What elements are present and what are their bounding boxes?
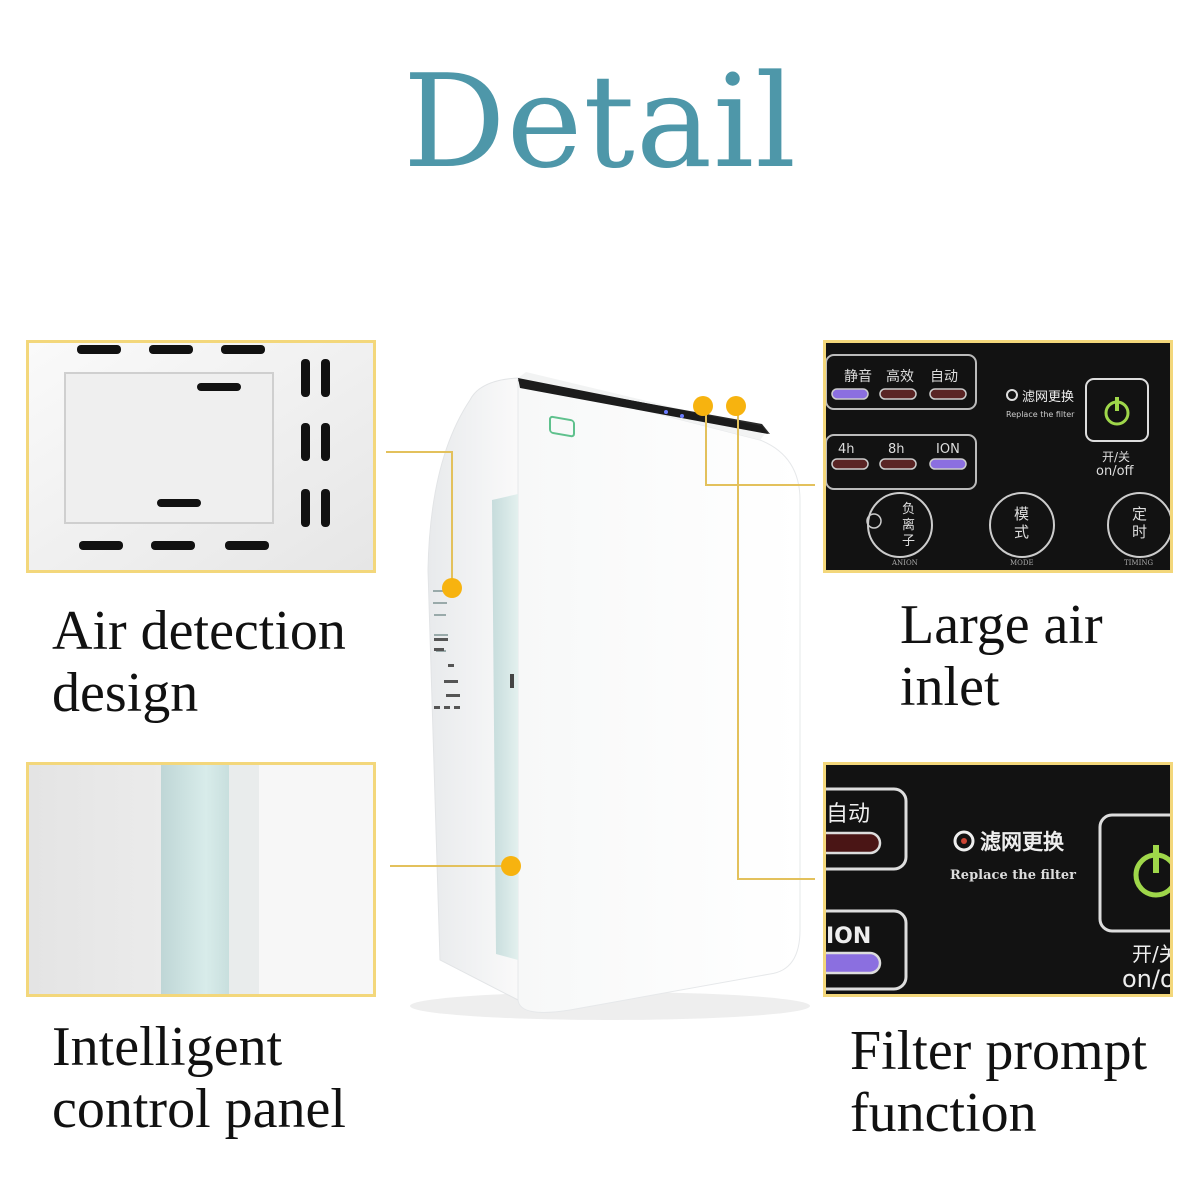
- leader-line-air-detection-v: [451, 451, 453, 589]
- knob-mode-cn-1: 模: [1014, 505, 1029, 523]
- filter-indicator-en: Replace the filter: [1006, 410, 1075, 419]
- caption-filter-prompt: Filter prompt function: [850, 1020, 1148, 1144]
- air-detection-photo: [26, 340, 376, 573]
- caption-intelligent-control: Intelligent control panel: [52, 1016, 346, 1140]
- power-label-cn: 开/关: [1102, 450, 1130, 464]
- leader-line-control-panel: [390, 865, 512, 867]
- timer-label-8h: 8h: [888, 442, 905, 457]
- zoom-ion-label: ION: [826, 924, 871, 949]
- mode-label-silent: 静音: [844, 368, 872, 385]
- filter-indicator-cn: 滤网更换: [1022, 390, 1074, 405]
- leader-line-filter-h: [737, 878, 815, 880]
- air-purifier-product: [410, 372, 810, 1020]
- leader-line-inlet-h: [705, 484, 815, 486]
- mode-label-auto: 自动: [930, 369, 958, 385]
- knob-timing-en: TIMING: [1124, 559, 1153, 567]
- power-label-en: on/off: [1096, 464, 1135, 479]
- zoom-power-label-cn: 开/关: [1132, 942, 1170, 966]
- caption-air-detection: Air detection design: [52, 600, 346, 724]
- knob-timing-cn-2: 时: [1132, 523, 1147, 541]
- large-air-inlet-photo: 静音 高效 自动 4h 8h ION 滤网更换 Replace the filt…: [823, 340, 1173, 573]
- hotspot-filter-prompt: [726, 396, 746, 416]
- zoom-auto-label: 自动: [826, 802, 870, 827]
- zoom-filter-indicator-en: Replace the filter: [950, 868, 1076, 883]
- leader-line-air-detection-h: [386, 451, 452, 453]
- knob-timing-cn-1: 定: [1132, 505, 1147, 523]
- zoom-filter-indicator-cn: 滤网更换: [980, 830, 1065, 854]
- knob-anion-cn-3: 子: [902, 534, 915, 549]
- knob-anion-en: ANION: [891, 559, 918, 567]
- zoom-power-label-en: on/off: [1122, 965, 1170, 993]
- hotspot-air-inlet: [693, 396, 713, 416]
- knob-mode-cn-2: 式: [1014, 523, 1029, 541]
- caption-large-air-inlet: Large air inlet: [900, 594, 1103, 718]
- hotspot-control-panel: [501, 856, 521, 876]
- knob-anion-cn-2: 离: [902, 517, 915, 533]
- timer-label-4h: 4h: [838, 442, 855, 457]
- filter-prompt-photo: 自动 ION 滤网更换 Replace the filter 开/关 on/of…: [823, 762, 1173, 997]
- hotspot-air-detection: [442, 578, 462, 598]
- intelligent-control-photo: [26, 762, 376, 997]
- knob-mode-en: MODE: [1010, 559, 1034, 567]
- timer-label-ion: ION: [936, 442, 960, 457]
- knob-anion-cn-1: 负: [902, 502, 915, 517]
- mode-label-efficient: 高效: [886, 368, 914, 385]
- leader-line-inlet-v: [705, 406, 707, 486]
- leader-line-filter-v: [737, 406, 739, 880]
- page-title: Detail: [403, 48, 797, 197]
